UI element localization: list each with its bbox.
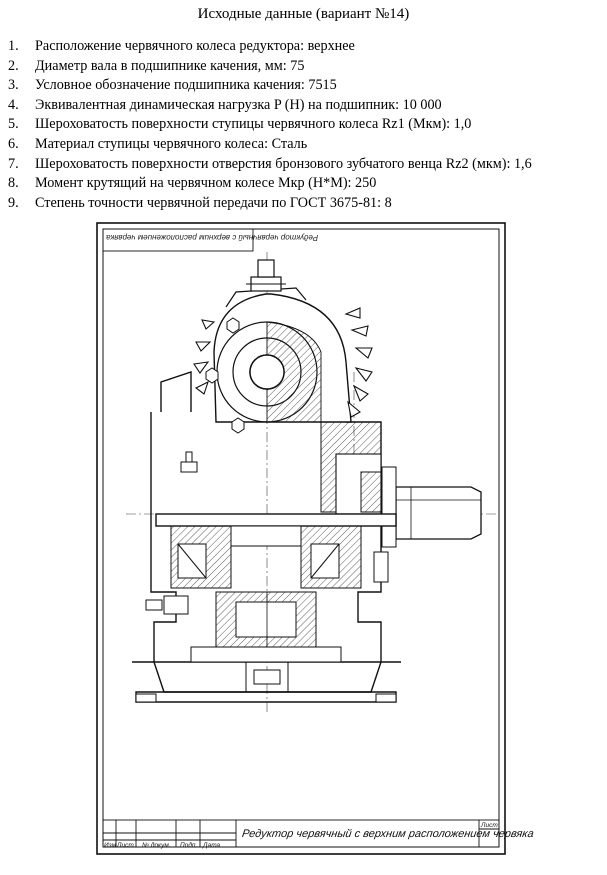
drawing-top-label: Редуктор червячный с верхним расположени… <box>106 233 319 242</box>
list-item: 4.Эквивалентная динамическая нагрузка P … <box>8 96 442 113</box>
stamp-izm: Изм <box>104 842 117 849</box>
stamp-date: Дата <box>203 842 221 849</box>
parameters-list: 1.Расположение червячного колеса редукто… <box>8 37 532 213</box>
top-label-box <box>102 228 254 252</box>
list-item: 5.Шероховатость поверхности ступицы черв… <box>8 116 472 133</box>
stamp-title: Редуктор червячный с верхним расположени… <box>241 828 535 840</box>
list-item: 7.Шероховатость поверхности отверстия бр… <box>8 155 532 172</box>
list-item: 3.Условное обозначение подшипника качени… <box>8 77 337 94</box>
main-shaft <box>135 451 397 703</box>
list-item: 9.Степень точности червячной передачи по… <box>8 194 392 211</box>
technical-drawing: Редуктор червячный с верхним расположени… <box>96 222 534 855</box>
stamp-docnum: № докум. <box>142 842 171 849</box>
page-title: Исходные данные (вариант №14) <box>197 6 410 22</box>
stamp-sheet: Лист <box>481 822 498 829</box>
list-item: 6.Материал ступицы червячного колеса: Ст… <box>8 135 308 152</box>
stamp-sign: Подп. <box>180 842 198 849</box>
list-item: 1.Расположение червячного колеса редукто… <box>8 38 355 54</box>
list-item: 2.Диаметр вала в подшипнике качения, мм:… <box>8 57 305 74</box>
gearbox-drawing-svg <box>96 222 506 855</box>
title-block <box>102 819 500 848</box>
stamp-list: Лист <box>117 842 134 849</box>
shaft-assembly <box>320 421 482 583</box>
worm-gear <box>193 259 373 434</box>
list-item: 8.Момент крутящий на червячном колесе Мк… <box>8 175 377 192</box>
